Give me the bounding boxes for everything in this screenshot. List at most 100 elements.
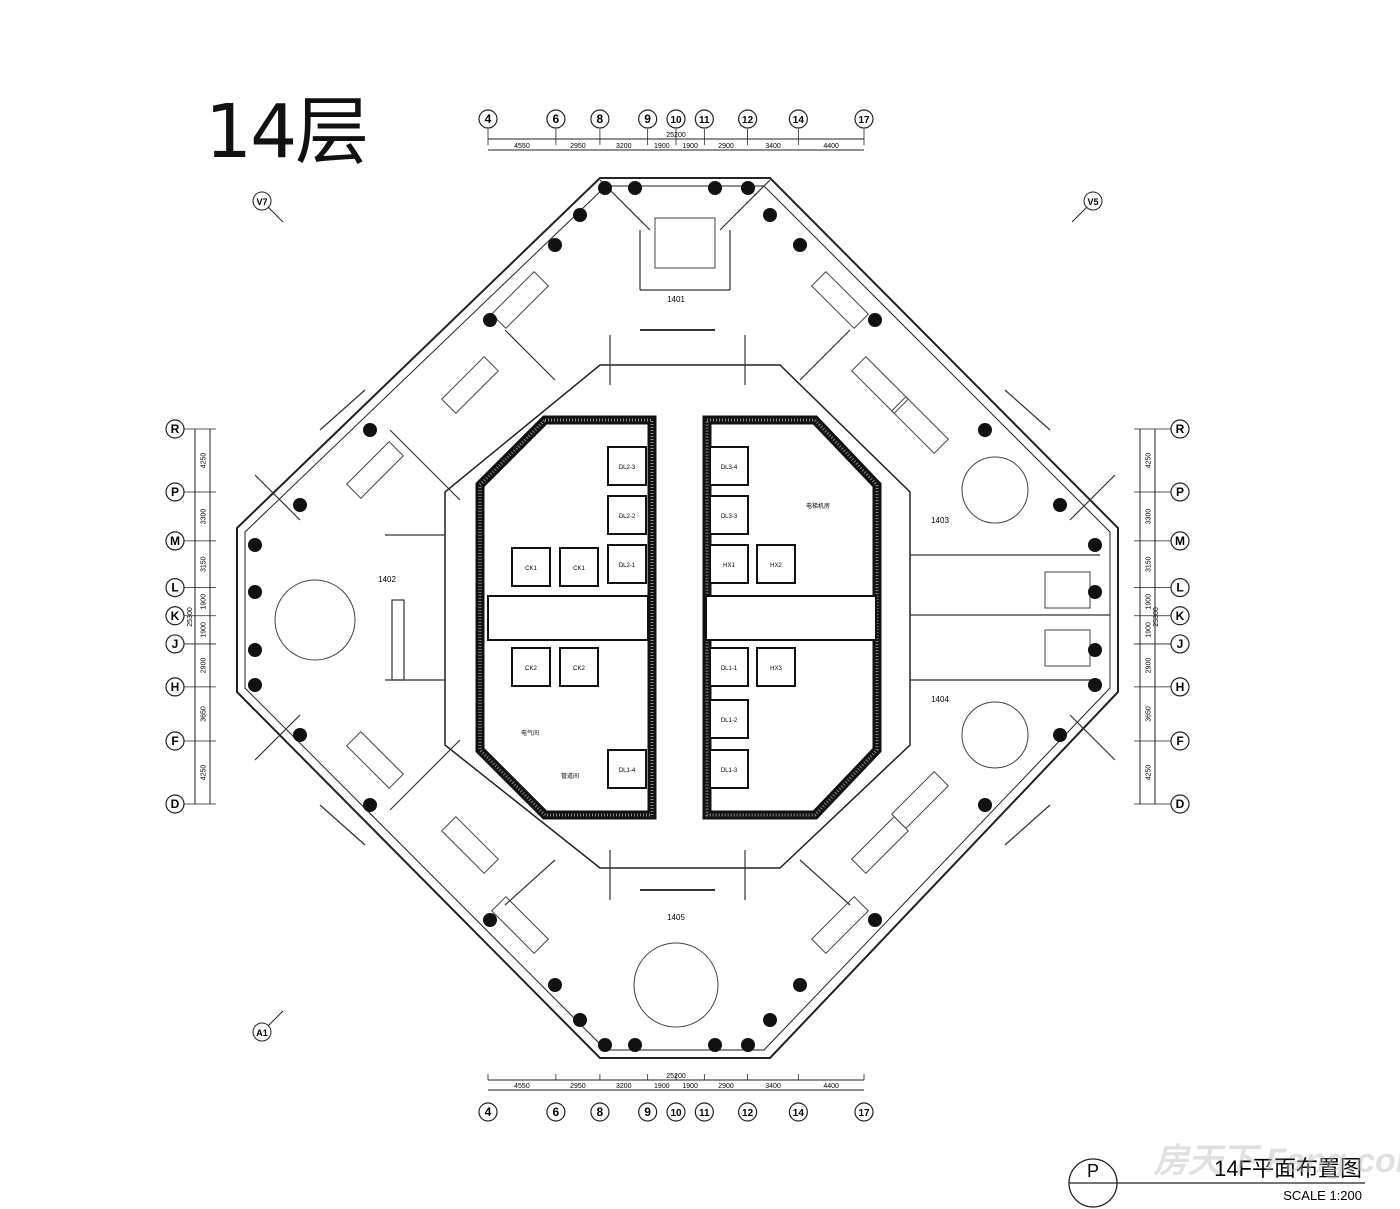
grid-bubble — [1170, 419, 1190, 439]
elevator-shaft — [709, 647, 749, 687]
elevator-label: DL1-2 — [721, 718, 738, 724]
reception-desk — [391, 599, 405, 681]
grid-bubble — [165, 794, 185, 814]
grid-bubble — [165, 577, 185, 598]
grid-label: 4 — [485, 112, 492, 126]
column — [1053, 498, 1067, 512]
grid-label: 14 — [793, 1108, 805, 1119]
dimension-label: 2950 — [570, 143, 586, 150]
dimension-label: 4550 — [514, 143, 530, 150]
wall — [719, 179, 771, 231]
grid-label: P — [171, 485, 179, 499]
dimension-label: 2900 — [718, 1083, 734, 1090]
elevator-label: CK2 — [525, 666, 537, 672]
column — [628, 181, 642, 195]
grid-label: M — [1175, 534, 1185, 548]
desk-group — [346, 441, 404, 499]
unit-number: 1403 — [931, 516, 949, 525]
dimension-label: 4400 — [823, 1083, 839, 1090]
dimension-label: 1900 — [201, 594, 208, 610]
title-block: P 14F平面布置图 SCALE 1:200 房天下 Fang.com — [1068, 1142, 1400, 1208]
unit-number: 1405 — [667, 913, 685, 922]
dimension-label: 1900 — [201, 622, 208, 638]
grid-label: L — [1176, 581, 1183, 595]
sheet-symbol: P — [1087, 1161, 1099, 1181]
column — [293, 498, 307, 512]
wall — [319, 389, 366, 431]
dimension-label: 4400 — [823, 143, 839, 150]
desk-group — [346, 731, 404, 789]
elevator-label: DL2-3 — [619, 465, 636, 471]
grid-label: 17 — [858, 1108, 870, 1119]
grid-bubble — [738, 1102, 758, 1122]
wall — [799, 329, 851, 381]
column — [868, 313, 882, 327]
room-label: 管道间 — [561, 772, 579, 780]
grid-label: K — [171, 609, 180, 623]
column — [741, 181, 755, 195]
unit-number: 1402 — [378, 575, 396, 584]
grid-bubble — [546, 109, 566, 129]
grid-label: 12 — [742, 1108, 754, 1119]
grid-label: 8 — [597, 112, 604, 126]
round-lounge — [274, 579, 356, 661]
elevator-label: HX3 — [770, 666, 782, 672]
dimension-label: 1900 — [682, 143, 698, 150]
grid-label: 6 — [553, 1105, 560, 1119]
grid-label: 8 — [597, 1105, 604, 1119]
elevator-label: DL2-2 — [619, 514, 636, 520]
dimension-label: 2950 — [570, 1083, 586, 1090]
desk-group — [891, 396, 949, 454]
wall — [254, 474, 301, 521]
restroom-left — [487, 595, 649, 641]
grid-label: J — [1177, 637, 1184, 651]
grid-label: J — [172, 637, 179, 651]
grid-bubble — [694, 109, 714, 129]
column — [978, 423, 992, 437]
wall — [1069, 474, 1116, 521]
grid-bubble — [1170, 531, 1190, 551]
grid-label: R — [1176, 422, 1185, 436]
elevator-shaft — [709, 495, 749, 535]
desk-group — [441, 356, 499, 414]
wall — [389, 739, 461, 811]
grid-bubble — [1170, 606, 1190, 626]
building-outline — [236, 177, 1119, 1059]
column — [793, 978, 807, 992]
grid-label: 11 — [699, 1108, 710, 1119]
floor-title: 14层 — [205, 89, 369, 175]
grid-label: 10 — [670, 115, 682, 126]
elevator-shaft — [607, 495, 647, 535]
dimension-label: 4550 — [514, 1083, 530, 1090]
grid-bubble — [1170, 677, 1190, 697]
grid-bubble — [165, 731, 185, 751]
grid-right: RPMLKJHFD4250330031501900190029003650425… — [1134, 419, 1190, 814]
column — [598, 181, 612, 195]
grid-left: RPMLKJHFD4250330031501900190029003650425… — [165, 419, 216, 814]
elevator-shaft — [559, 547, 599, 587]
elevator-shaft — [607, 544, 647, 584]
grid-bubble — [694, 1102, 714, 1122]
grid-bubble — [165, 677, 185, 697]
dimension-label: 3200 — [616, 143, 632, 150]
column — [293, 728, 307, 742]
grid-bubble — [165, 634, 185, 654]
axis-label: V7 — [256, 197, 267, 207]
elevator-label: CK2 — [573, 666, 585, 672]
column — [793, 238, 807, 252]
dimension-total: 25300 — [1153, 607, 1160, 627]
round-lounge — [633, 942, 719, 1028]
dimension-label: 3650 — [201, 706, 208, 722]
grid-label: H — [171, 680, 180, 694]
grid-bubble — [854, 109, 874, 129]
grid-bubble — [590, 1102, 610, 1122]
grid-label: 11 — [699, 115, 710, 126]
round-lounge — [961, 701, 1029, 769]
dimension-total: 25200 — [666, 132, 686, 139]
dimension-label: 1900 — [654, 143, 670, 150]
desk-group — [441, 816, 499, 874]
column — [548, 978, 562, 992]
elevator-label: HX1 — [723, 563, 735, 569]
